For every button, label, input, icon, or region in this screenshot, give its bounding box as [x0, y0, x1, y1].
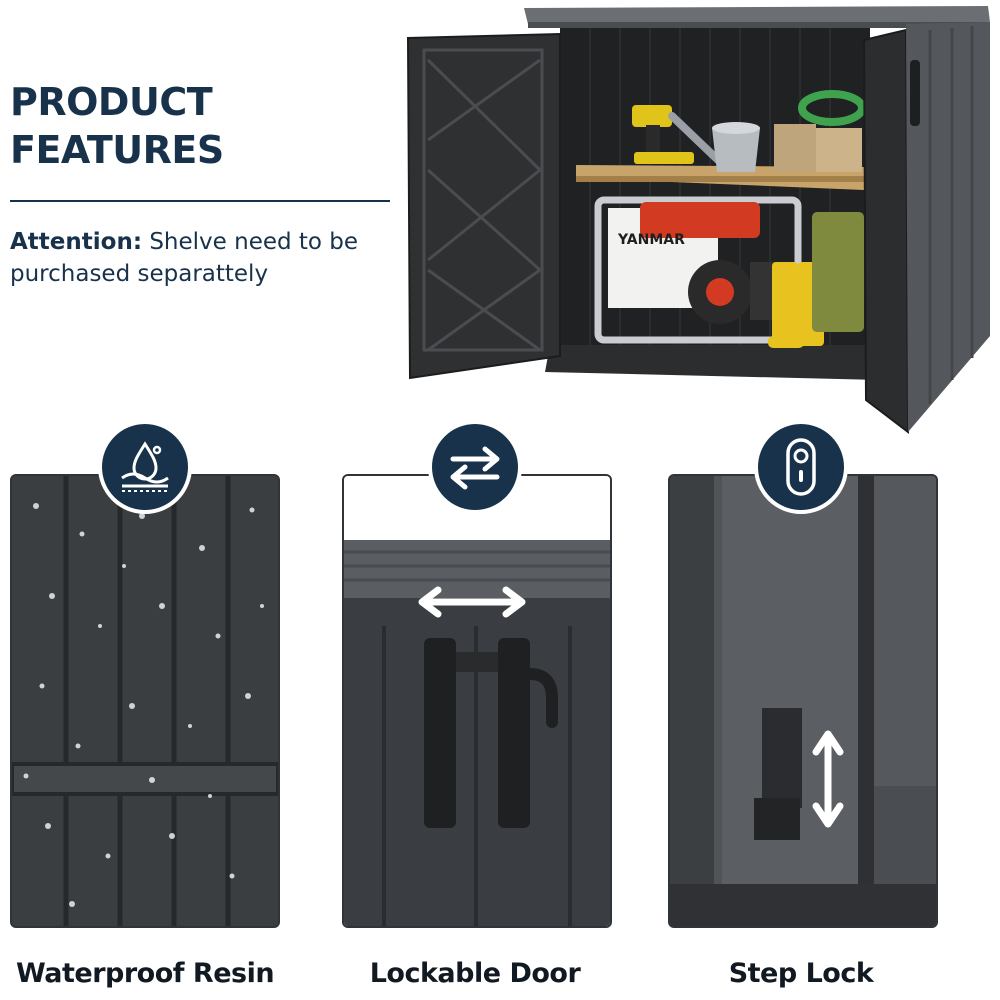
- waterproof-resin-image: [10, 474, 280, 928]
- lockable-badge: [428, 420, 522, 514]
- feature-caption-step-lock: Step Lock: [728, 958, 874, 989]
- step-lock-icon: [786, 438, 816, 496]
- step-lock-image: [668, 474, 938, 928]
- title-line-1: PRODUCT: [10, 80, 213, 124]
- waterproof-badge: [98, 420, 192, 514]
- slide-arrow-icon: [418, 586, 526, 618]
- attention-label: Attention:: [10, 229, 143, 255]
- lockable-door-image: [342, 474, 612, 928]
- generator-brand-label: YANMAR: [617, 232, 685, 248]
- cabinet-hero-image: YANMAR: [400, 0, 1000, 440]
- step-lock-badge: [754, 420, 848, 514]
- swap-arrows-icon: [450, 446, 500, 490]
- title-line-2: FEATURES: [10, 128, 224, 172]
- attention-note: Attention: Shelve need to be purchased s…: [10, 226, 390, 290]
- waterproof-drop-icon: [121, 441, 169, 492]
- title-divider: [10, 200, 390, 202]
- attention-text: Shelve need to be purchased separattely: [10, 229, 359, 287]
- up-down-arrow-icon: [812, 730, 844, 828]
- page-title: PRODUCT FEATURES: [10, 78, 390, 174]
- feature-caption-lockable: Lockable Door: [369, 958, 581, 989]
- feature-caption-waterproof: Waterproof Resin: [15, 958, 275, 989]
